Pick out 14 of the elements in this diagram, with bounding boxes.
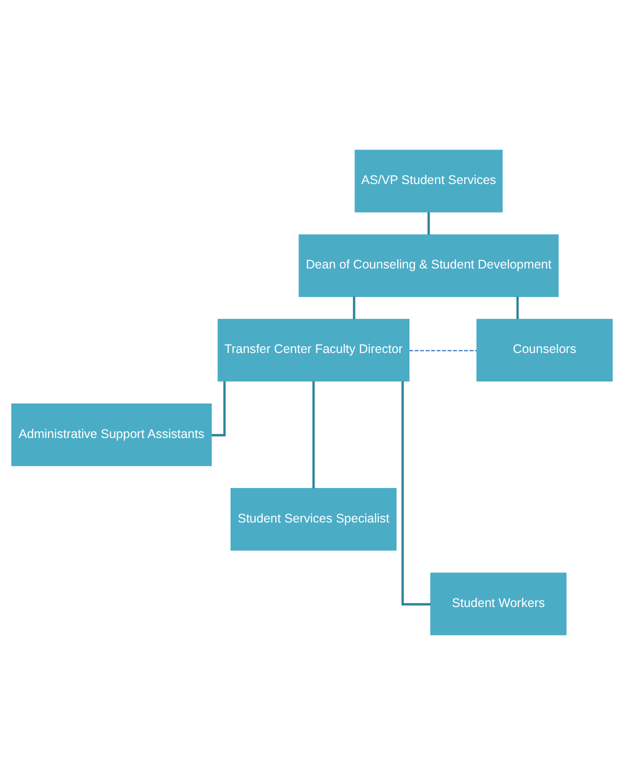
node-box: Administrative Support Assistants — [11, 402, 212, 466]
connector — [352, 296, 356, 319]
connector — [409, 350, 476, 351]
node-box: Transfer Center Faculty Director — [218, 318, 410, 382]
connector — [516, 296, 519, 319]
connector — [428, 212, 430, 234]
node-box: Student Workers — [430, 572, 566, 635]
node-box: Counselors — [476, 318, 613, 382]
connector — [312, 380, 315, 488]
node-box: Dean of Counseling & Student Development — [298, 234, 559, 296]
node-box: Student Services Specialist — [230, 488, 397, 550]
node-box: AS/VP Student Services — [354, 149, 503, 212]
connector — [401, 380, 431, 605]
connector — [212, 380, 226, 436]
